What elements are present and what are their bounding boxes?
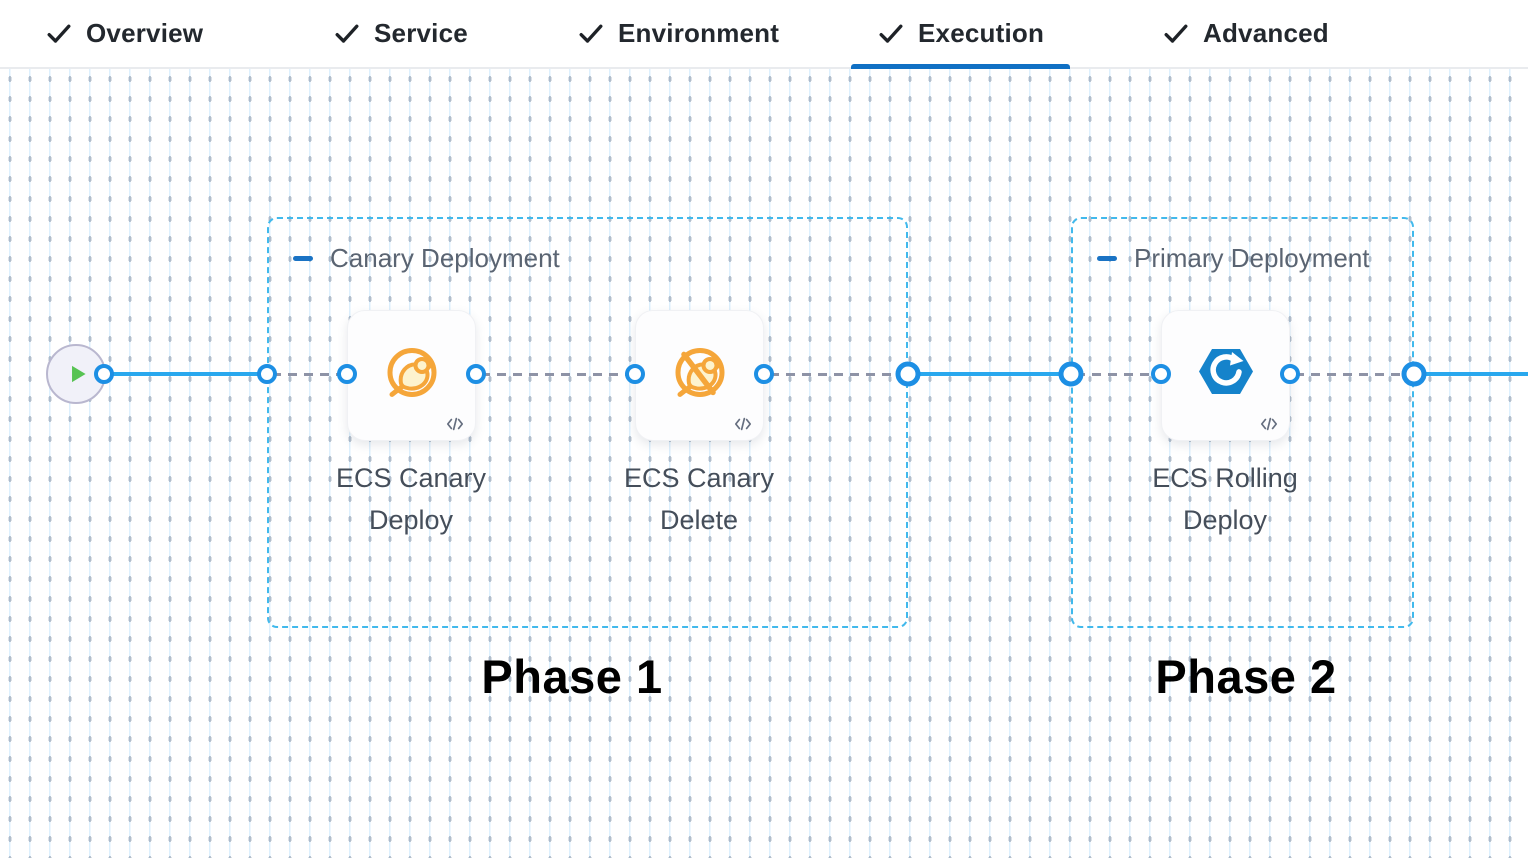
ecs-rolling-icon [1198,348,1253,394]
collapse-icon[interactable] [1097,256,1117,261]
step-card-ecs-rolling-deploy[interactable] [1161,310,1290,441]
tab-overview[interactable]: Overview [19,0,229,67]
stage-link-node[interactable] [1401,361,1427,387]
connector-dot[interactable] [257,364,277,384]
connector-dot[interactable] [466,364,486,384]
step-card-ecs-canary-delete[interactable] [635,310,764,441]
flow-line-dashed [1295,372,1404,376]
step-card-ecs-canary-deploy[interactable] [347,310,476,441]
connector-dot[interactable] [1151,364,1171,384]
flow-line-dashed [481,372,630,376]
tab-service[interactable]: Service [307,0,494,67]
check-icon [335,24,359,43]
step-label-ecs-canary-delete: ECS Canary Delete [623,463,775,535]
phase-1-label: Phase 1 [481,650,663,703]
tab-label: Service [374,18,468,48]
code-icon[interactable] [1260,417,1278,431]
group-title: Canary Deployment [330,243,560,273]
phase-2-label: Phase 2 [1155,650,1337,703]
check-icon [1164,24,1188,43]
stage-link-node[interactable] [895,361,921,387]
stage-group-canary-deployment[interactable]: Canary Deployment [267,217,908,628]
tab-label: Environment [618,18,780,48]
flow-line-dashed [770,372,898,376]
canary-icon [387,347,436,397]
connector-dot[interactable] [337,364,357,384]
check-icon [879,24,903,43]
step-label-ecs-rolling-deploy: ECS Rolling Deploy [1152,463,1298,535]
code-icon[interactable] [446,417,464,431]
group-header: Canary Deployment [293,243,560,274]
canary-slash-icon [675,347,724,397]
flow-line-between-stages [908,372,1071,376]
code-icon[interactable] [734,417,752,431]
collapse-icon[interactable] [293,256,313,261]
connector-dot[interactable] [1280,364,1300,384]
stage-group-primary-deployment[interactable]: Primary Deployment [1071,217,1414,628]
check-icon [579,24,603,43]
connector-dot[interactable] [754,364,774,384]
tab-label: Advanced [1203,18,1329,48]
check-icon [47,24,71,43]
pipeline-canvas[interactable]: Canary Deployment Primary Deployment [0,69,1528,858]
tab-label: Execution [918,18,1045,48]
step-label-ecs-canary-deploy: ECS Canary Deploy [335,463,487,535]
stage-link-node[interactable] [1058,361,1084,387]
group-title: Primary Deployment [1134,243,1370,273]
flow-line-dashed [272,372,342,376]
flow-line-start [104,372,267,376]
tab-advanced[interactable]: Advanced [1136,0,1355,67]
tab-execution[interactable]: Execution [851,0,1071,69]
connector-dot[interactable] [625,364,645,384]
play-icon [71,365,86,383]
flow-line-exit [1414,372,1528,376]
tab-label: Overview [86,18,204,48]
connector-dot[interactable] [94,364,114,384]
tab-environment[interactable]: Environment [551,0,805,67]
stage-tabbar: Overview Service Environment Execution A… [0,0,1528,69]
group-header: Primary Deployment [1097,243,1370,274]
flow-line-dashed [1076,372,1156,376]
